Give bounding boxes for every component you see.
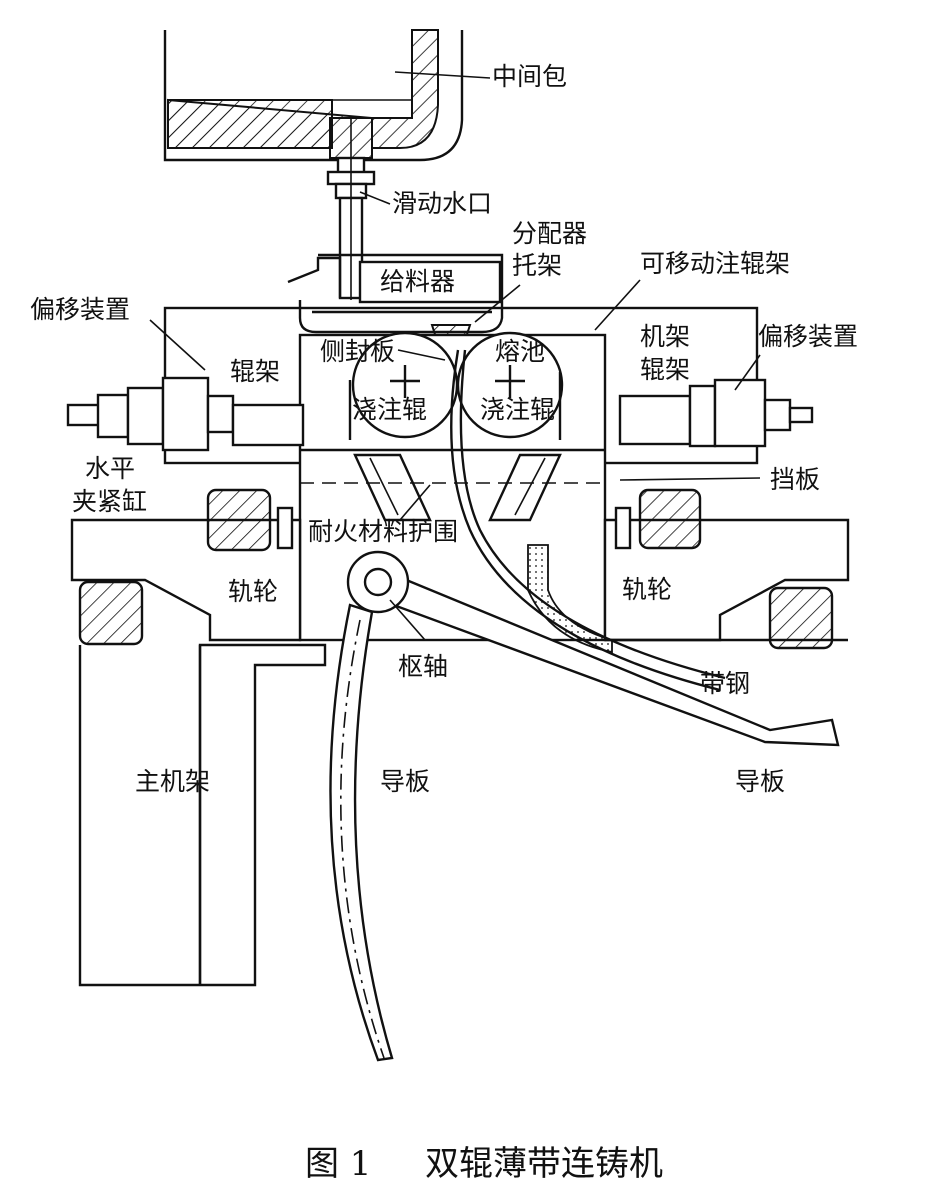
figure-caption: 图 1 双辊薄带连铸机 xyxy=(305,1144,663,1184)
rail-wheel-right-block xyxy=(638,488,702,550)
label-side-seal: 侧封板 xyxy=(320,337,395,366)
caption-number: 图 1 xyxy=(305,1144,371,1184)
label-casting-roll-left: 浇注辊 xyxy=(352,395,427,424)
tundish-inner xyxy=(168,30,413,101)
casting-rolls xyxy=(348,331,564,440)
label-pool: 熔池 xyxy=(495,337,545,366)
label-bracket: 托架 xyxy=(512,251,562,280)
label-slide-gate: 滑动水口 xyxy=(392,189,492,218)
label-main-frame: 主机架 xyxy=(135,767,210,796)
slide-gate-nozzle xyxy=(326,117,376,300)
refractory-enclosure xyxy=(353,453,562,522)
label-frame: 机架 xyxy=(640,322,690,351)
label-offset-left: 偏移装置 xyxy=(30,295,130,324)
label-offset-right: 偏移装置 xyxy=(758,322,858,351)
main-frame xyxy=(78,638,848,987)
label-roll-frame-right: 辊架 xyxy=(640,355,690,384)
label-tundish: 中间包 xyxy=(492,62,567,91)
feeder xyxy=(287,253,504,362)
label-rail-wheel-right: 轨轮 xyxy=(622,575,672,604)
label-pivot: 枢轴 xyxy=(398,652,448,681)
label-horizontal: 水平 xyxy=(85,454,135,483)
label-guide-left: 导板 xyxy=(380,767,430,796)
label-movable-roll-frame: 可移动注辊架 xyxy=(640,249,790,278)
offset-device-left xyxy=(66,376,305,452)
strip-steel xyxy=(450,349,721,692)
labels: 中间包 滑动水口 分配器 托架 给料器 可移动注辊架 偏移装置 辊架 机架 辊架… xyxy=(30,62,858,796)
tundish-lining-left xyxy=(167,99,333,149)
offset-device-right xyxy=(618,378,814,448)
pivot-and-guides xyxy=(329,349,840,1062)
label-distributor: 分配器 xyxy=(512,219,587,248)
label-refractory: 耐火材料护围 xyxy=(308,517,458,546)
label-baffle: 挡板 xyxy=(770,465,820,494)
caption-title: 双辊薄带连铸机 xyxy=(425,1144,663,1184)
base-beam xyxy=(70,488,850,650)
label-feeder: 给料器 xyxy=(380,267,455,296)
leader-lines xyxy=(149,71,761,641)
tundish xyxy=(163,29,464,162)
label-casting-roll-right: 浇注辊 xyxy=(480,395,555,424)
tundish-shell xyxy=(163,30,464,162)
guide-plate-left xyxy=(329,603,394,1062)
label-roll-frame-left: 辊架 xyxy=(230,357,280,386)
label-rail-wheel-left: 轨轮 xyxy=(228,577,278,606)
dotted-guide xyxy=(527,544,613,654)
label-strip: 带钢 xyxy=(700,669,750,698)
label-guide-right: 导板 xyxy=(735,767,785,796)
rail-wheel-left-block xyxy=(206,488,272,552)
label-clamp-cylinder: 夹紧缸 xyxy=(72,487,147,516)
